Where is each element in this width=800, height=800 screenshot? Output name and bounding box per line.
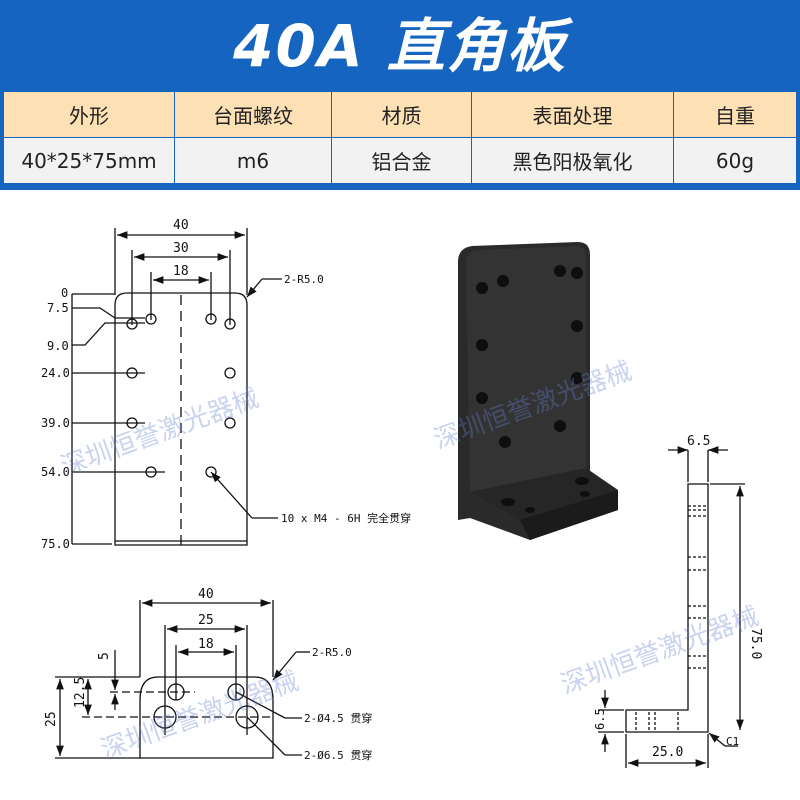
front-vdim-9.0: 9.0	[47, 339, 69, 353]
spec-header-thread: 台面螺纹	[174, 91, 332, 138]
page-title: 40A 直角板	[233, 12, 567, 80]
side-chamfer-note: C1	[726, 735, 739, 748]
front-vdim-24.0: 24.0	[41, 366, 70, 380]
spec-value-shape: 40*25*75mm	[3, 137, 175, 184]
front-vdim-54.0: 54.0	[41, 465, 70, 479]
bottom-large-hole-note: 2-Ø6.5 贯穿	[304, 748, 372, 762]
side-view	[598, 446, 745, 768]
bottom-small-hole-note: 2-Ø4.5 贯穿	[304, 711, 372, 725]
spec-table: 外形 台面螺纹 材质 表面处理 自重 40*25*75mm m6 铝合金 黑色阳…	[3, 91, 797, 184]
spec-header-shape: 外形	[3, 91, 175, 138]
bottom-dim-25: 25	[198, 613, 214, 628]
header-banner: 40A 直角板 外形 台面螺纹 材质 表面处理 自重 40*25*75mm m6…	[0, 0, 800, 190]
spec-value-thread: m6	[174, 137, 332, 184]
front-hole-note: 10 x M4 - 6H 完全贯穿	[281, 511, 411, 525]
side-dim-height: 75.0	[748, 628, 763, 659]
product-photo	[458, 242, 618, 540]
front-vdim-39.0: 39.0	[41, 416, 70, 430]
front-corner-note: 2-R5.0	[284, 273, 324, 286]
bottom-vdim-5: 5	[97, 652, 112, 660]
front-dim-40: 40	[173, 218, 189, 233]
spec-header-weight: 自重	[673, 91, 797, 138]
front-dim-18: 18	[173, 264, 189, 279]
front-vdim-0: 0	[61, 286, 68, 300]
spec-value-weight: 60g	[673, 137, 797, 184]
side-dim-base-length: 25.0	[652, 745, 683, 760]
front-dim-30: 30	[173, 241, 189, 256]
spec-header-row: 外形 台面螺纹 材质 表面处理 自重	[3, 91, 797, 138]
spec-value-finish: 黑色阳极氧化	[471, 137, 674, 184]
side-dim-thickness-top: 6.5	[687, 434, 710, 449]
front-vdim-75.0: 75.0	[41, 537, 70, 551]
bottom-dim-40: 40	[198, 587, 214, 602]
front-view	[71, 228, 282, 550]
bottom-corner-note: 2-R5.0	[312, 646, 352, 659]
side-dim-thickness-base: 6.5	[593, 708, 607, 730]
spec-value-row: 40*25*75mm m6 铝合金 黑色阳极氧化 60g	[3, 137, 797, 184]
bottom-vdim-25: 25	[44, 711, 59, 727]
bottom-dim-18: 18	[198, 637, 214, 652]
front-vdim-7.5: 7.5	[47, 301, 69, 315]
bottom-vdim-12.5: 12.5	[73, 677, 88, 708]
spec-value-material: 铝合金	[331, 137, 472, 184]
bottom-view	[55, 599, 310, 759]
